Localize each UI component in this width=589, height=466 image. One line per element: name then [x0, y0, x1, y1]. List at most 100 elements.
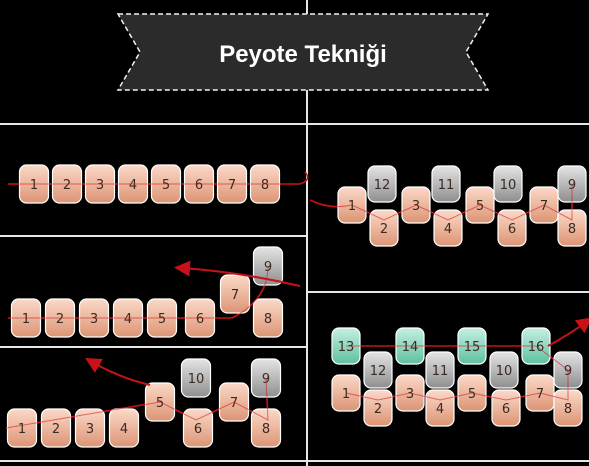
- bead-body: [74, 408, 106, 448]
- page-title: Peyote Tekniği: [219, 41, 387, 68]
- bead: 7: [219, 274, 251, 314]
- bead-number: 6: [194, 422, 202, 437]
- bead-number: 7: [536, 387, 544, 402]
- bead-body: [180, 358, 212, 398]
- bead-number: 10: [500, 178, 517, 193]
- bead-number: 5: [468, 387, 476, 402]
- thread-overlay: [8, 171, 309, 185]
- bead-body: [252, 298, 284, 338]
- bead-number: 5: [156, 396, 164, 411]
- bead-number: 7: [540, 199, 548, 214]
- bead-number: 5: [158, 312, 166, 327]
- bead-number: 4: [444, 222, 452, 237]
- bead-number: 7: [230, 396, 238, 411]
- bead: 3: [74, 408, 106, 448]
- bead: 11: [431, 165, 461, 203]
- bead-body: [425, 389, 455, 427]
- bead-number: 7: [231, 288, 239, 303]
- bead-number: 3: [96, 178, 104, 193]
- bead: 4: [108, 408, 140, 448]
- bead: 2: [40, 408, 72, 448]
- bead: 11: [425, 351, 455, 389]
- bead-body: [489, 351, 519, 389]
- bead-number: 3: [90, 312, 98, 327]
- bead-number: 16: [528, 340, 545, 355]
- bead-number: 2: [374, 402, 382, 417]
- bead-number: 3: [86, 422, 94, 437]
- bead: 12: [367, 165, 397, 203]
- bead: 2: [369, 209, 399, 247]
- bead: 4: [433, 209, 463, 247]
- bead-number: 2: [63, 178, 71, 193]
- bead: 8: [252, 298, 284, 338]
- direction-arrow: [174, 260, 301, 287]
- bead: 13: [331, 327, 361, 365]
- bead-body: [108, 408, 140, 448]
- thread-overlay: [8, 265, 269, 319]
- bead-body: [182, 408, 214, 448]
- bead-number: 1: [342, 387, 350, 402]
- bead: 1: [6, 408, 38, 448]
- bead: 6: [491, 389, 521, 427]
- bead: 12: [363, 351, 393, 389]
- bead: 8: [250, 408, 282, 448]
- bead: 10: [180, 358, 212, 398]
- bead: 2: [363, 389, 393, 427]
- bead-number: 6: [195, 178, 203, 193]
- bead-number: 7: [228, 178, 236, 193]
- bead: 10: [493, 165, 523, 203]
- bead-number: 1: [348, 199, 356, 214]
- bead-number: 8: [264, 312, 272, 327]
- bead-number: 6: [508, 222, 516, 237]
- bead: 8: [553, 389, 583, 427]
- bead-number: 8: [568, 222, 576, 237]
- bead-number: 10: [496, 364, 513, 379]
- bead-number: 5: [476, 199, 484, 214]
- bead-number: 1: [30, 178, 38, 193]
- bead-number: 4: [129, 178, 137, 193]
- bead-number: 6: [196, 312, 204, 327]
- bead-number: 11: [438, 178, 455, 193]
- bead-number: 4: [124, 312, 132, 327]
- bead: 6: [497, 209, 527, 247]
- bead-number: 3: [412, 199, 420, 214]
- thread-overlay: [345, 345, 569, 401]
- bead: 6: [182, 408, 214, 448]
- bead-number: 12: [374, 178, 391, 193]
- bead-number: 2: [56, 312, 64, 327]
- bead-number: 11: [432, 364, 449, 379]
- thread-overlay: [5, 377, 269, 429]
- bead-number: 8: [261, 178, 269, 193]
- bead-number: 8: [262, 422, 270, 437]
- bead-number: 10: [188, 372, 205, 387]
- bead-body: [363, 351, 393, 389]
- banner-ribbon: [116, 13, 490, 91]
- bead-number: 13: [338, 340, 355, 355]
- bead-body: [493, 165, 523, 203]
- bead-number: 12: [370, 364, 387, 379]
- bead-number: 4: [436, 402, 444, 417]
- bead-number: 2: [52, 422, 60, 437]
- bead-body: [497, 209, 527, 247]
- bead-body: [363, 389, 393, 427]
- bead: 10: [489, 351, 519, 389]
- bead-body: [425, 351, 455, 389]
- bead-number: 8: [564, 402, 572, 417]
- bead-number: 3: [406, 387, 414, 402]
- bead-body: [433, 209, 463, 247]
- direction-arrow: [547, 317, 589, 347]
- title-banner: Peyote Tekniği: [116, 13, 490, 91]
- bead-number: 15: [464, 340, 481, 355]
- bead-body: [219, 274, 251, 314]
- bead-number: 4: [120, 422, 128, 437]
- bead-number: 14: [402, 340, 419, 355]
- bead-number: 1: [22, 312, 30, 327]
- direction-arrow: [85, 358, 151, 386]
